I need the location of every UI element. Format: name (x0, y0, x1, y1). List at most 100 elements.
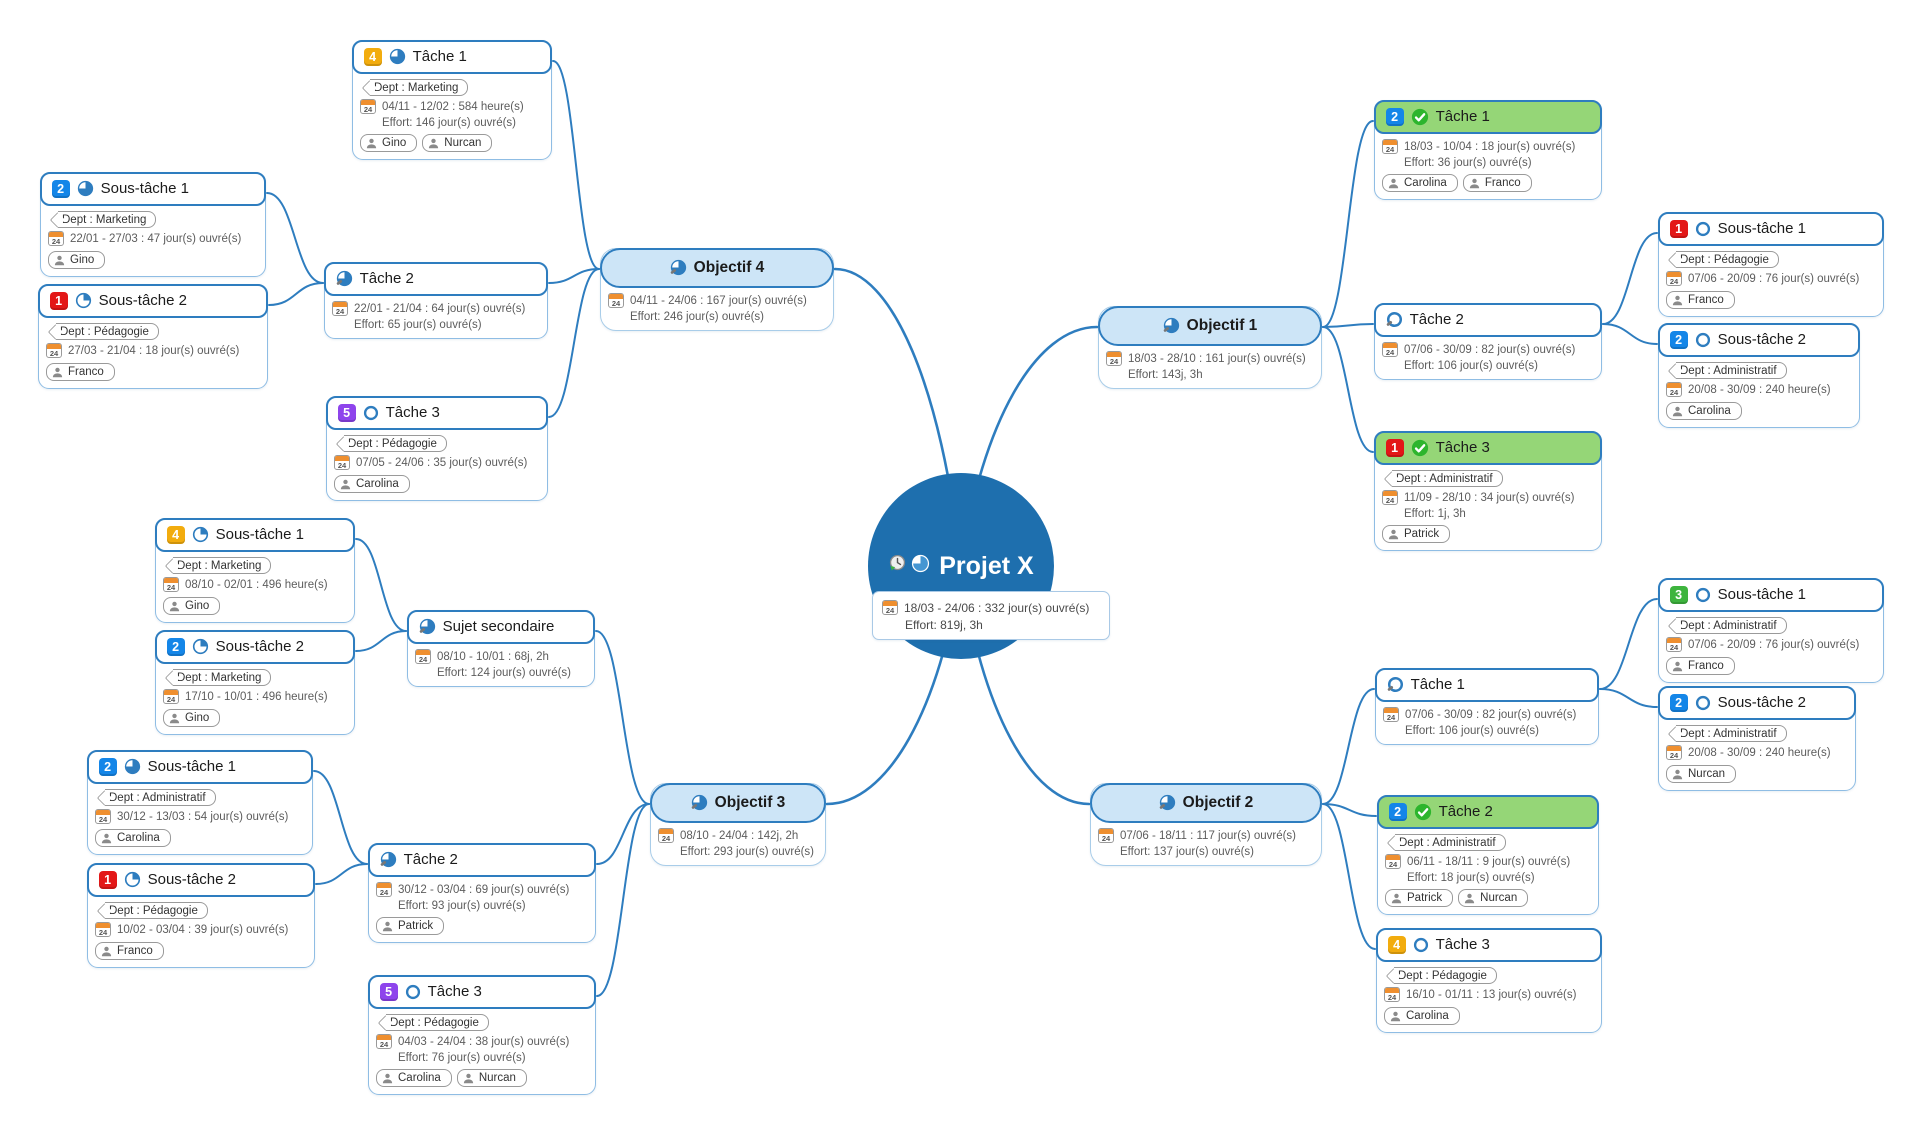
topic-title: Tâche 3 (385, 404, 440, 422)
topic-header[interactable]: Objectif 2 (1089, 782, 1323, 823)
progress-0-icon (1695, 695, 1711, 711)
progress-25-icon (124, 871, 141, 888)
dept-tag: Dept : Pédagogie (56, 323, 159, 341)
topic-header[interactable]: Objectif 3 (649, 782, 827, 823)
date-range: 16/10 - 01/11 : 13 jour(s) ouvré(s) (1406, 988, 1577, 1001)
rollup-progress-icon (419, 618, 436, 635)
effort-row: Effort: 65 jour(s) ouvré(s) (332, 319, 540, 331)
effort-row: Effort: 137 jour(s) ouvré(s) (1098, 846, 1314, 858)
dept-tag: Dept : Pédagogie (105, 902, 208, 920)
connector-o1-o1t3 (1322, 326, 1374, 453)
resource-name: Franco (1688, 294, 1724, 307)
task-progress-icon (1387, 676, 1404, 693)
resources-row: Gino (48, 251, 258, 270)
connector-o3-o3t2 (596, 803, 650, 865)
date-range: 10/02 - 03/04 : 39 jour(s) ouvré(s) (117, 923, 289, 936)
progress-0-icon (1695, 221, 1711, 237)
effort-label: Effort: 106 jour(s) ouvré(s) (1405, 725, 1540, 738)
calendar-day-label: 24 (337, 460, 347, 470)
dept-tag: Dept : Pédagogie (1676, 251, 1779, 269)
completed-check-icon (1414, 803, 1432, 821)
effort-row: Effort: 18 jour(s) ouvré(s) (1385, 872, 1591, 884)
resource-chip: Nurcan (1458, 889, 1529, 908)
resource-name: Gino (382, 137, 407, 150)
topic-header[interactable]: Objectif 1 (1097, 305, 1323, 346)
dept-row: Dept : Pédagogie (1384, 967, 1594, 985)
effort-row: Effort: 146 jour(s) ouvré(s) (360, 117, 544, 129)
priority-2-badge: 2 (1388, 802, 1407, 821)
calendar-icon: 24 (1098, 828, 1114, 844)
resources-row: Patrick (376, 917, 588, 936)
topic-header[interactable]: Tâche 1 (1374, 667, 1600, 702)
priority-2-badge: 2 (98, 757, 117, 776)
connector-o3-o3t3 (596, 803, 650, 997)
topic-header[interactable]: Tâche 2 (367, 842, 597, 877)
date-range: 18/03 - 10/04 : 18 jour(s) ouvré(s) (1404, 140, 1576, 153)
calendar-day-label: 24 (379, 1039, 389, 1049)
date-range: 22/01 - 27/03 : 47 jour(s) ouvré(s) (70, 232, 242, 245)
calendar-day-label: 24 (1387, 992, 1397, 1002)
topic-header[interactable]: Tâche 2 (1373, 302, 1603, 337)
topic-header[interactable]: Sujet secondaire (406, 609, 596, 644)
topic-title: Sous-tâche 1 (1717, 220, 1806, 238)
resource-chip: Gino (163, 709, 221, 728)
dept-row: Dept : Administratif (1666, 725, 1848, 743)
calendar-day-label: 24 (611, 298, 621, 308)
resource-chip: Carolina (1384, 1007, 1460, 1026)
date-row: 24 16/10 - 01/11 : 13 jour(s) ouvré(s) (1384, 987, 1594, 1003)
topic-header[interactable]: Tâche 2 (323, 261, 549, 296)
connector-o3t2-o3t2s1 (313, 770, 368, 865)
calendar-icon: 24 (1384, 987, 1400, 1003)
calendar-day-label: 24 (335, 306, 345, 316)
effort-row: Effort: 93 jour(s) ouvré(s) (376, 900, 588, 912)
topic-header[interactable]: Objectif 4 (599, 247, 835, 288)
topic-title: Tâche 3 (1435, 439, 1490, 457)
